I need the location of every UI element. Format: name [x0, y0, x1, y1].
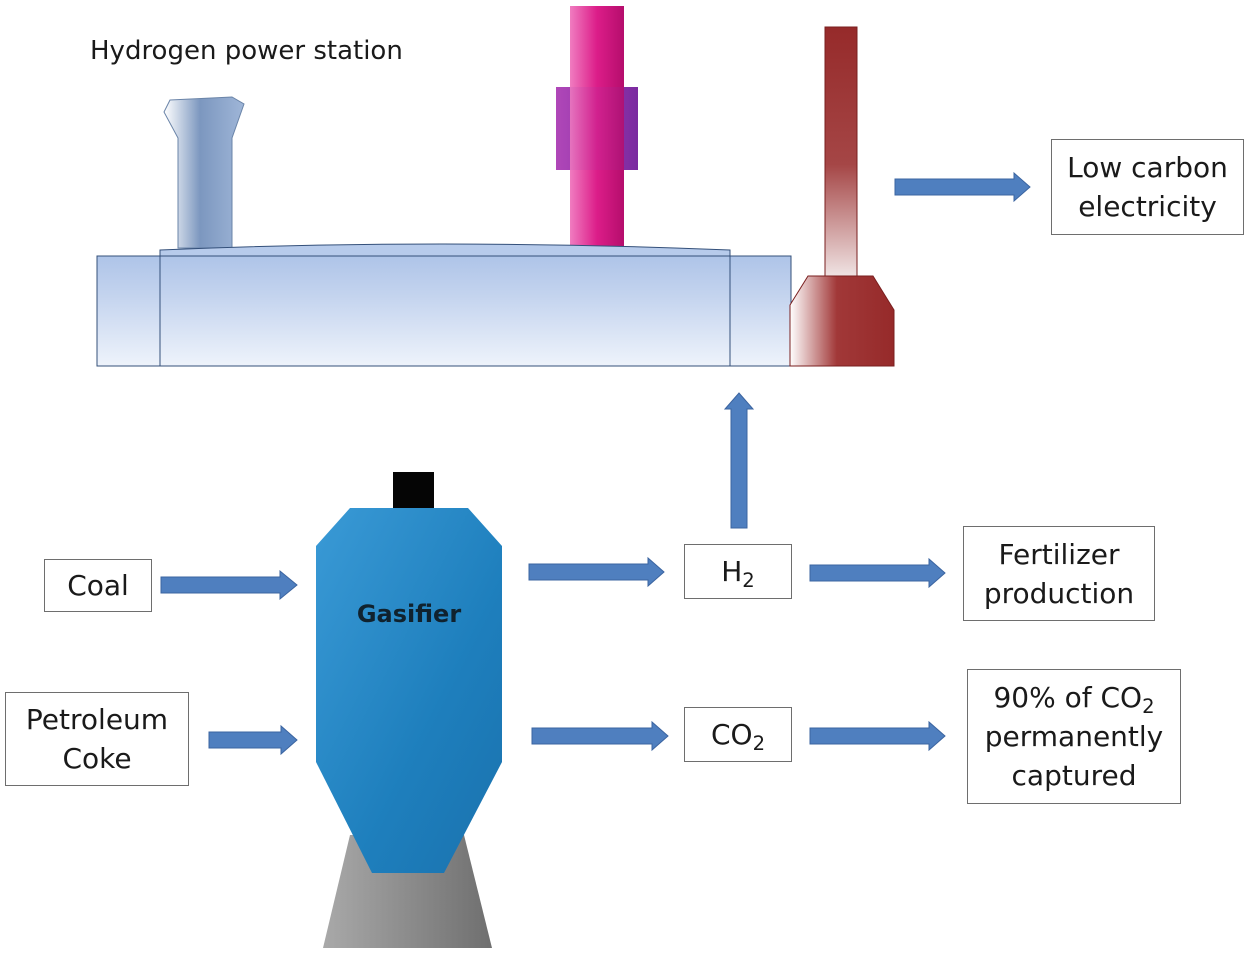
fertilizer-line1: Fertilizer [998, 537, 1120, 571]
turbine-body [96, 255, 792, 367]
co2-captured-box: 90% of CO2 permanently captured [967, 669, 1181, 804]
h2-box: H2 [684, 544, 792, 599]
fertilizer-line2: production [983, 576, 1135, 610]
coal-box: Coal [44, 559, 152, 612]
arrow-h2-to-fertilizer [809, 557, 946, 589]
gasifier-outlet-cap [393, 472, 434, 510]
gasifier-label: Gasifier [356, 600, 462, 628]
co2-label: CO2 [710, 718, 766, 755]
arrow-coal-to-gasifier [160, 569, 298, 601]
arrow-power-to-electricity [894, 171, 1031, 203]
h2-label: H2 [721, 555, 755, 592]
arrow-gasifier-to-h2 [528, 556, 665, 588]
captured-line1: 90% of CO2 [993, 681, 1155, 718]
arrow-gasifier-to-co2 [531, 720, 669, 752]
gasifier-vessel [316, 508, 502, 873]
electricity-line2: electricity [1078, 190, 1217, 223]
air-intake [163, 96, 245, 249]
red-chimney [824, 26, 858, 278]
diagram-title: Hydrogen power station [90, 36, 403, 66]
petroleum-coke-box: Petroleum Coke [5, 692, 189, 786]
arrow-h2-to-power-station [723, 392, 755, 529]
petroleum-coke-line2: Coke [62, 742, 132, 775]
captured-line2: permanently [984, 720, 1164, 753]
electricity-line1: Low carbon [1067, 151, 1228, 184]
flow-arrows [160, 171, 1031, 756]
arrow-co2-to-capture [809, 720, 946, 752]
boiler [789, 275, 895, 367]
power-station [96, 6, 895, 367]
petroleum-coke-line1: Petroleum [25, 703, 169, 736]
captured-line3: captured [1011, 759, 1137, 792]
co2-box: CO2 [684, 707, 792, 762]
gasifier-base [323, 835, 492, 948]
gasifier [316, 472, 502, 948]
fertilizer-production-box: Fertilizer production [963, 526, 1155, 621]
low-carbon-electricity-box: Low carbon electricity [1051, 139, 1244, 235]
arrow-petcoke-to-gasifier [208, 724, 298, 756]
coal-label: Coal [67, 569, 129, 602]
